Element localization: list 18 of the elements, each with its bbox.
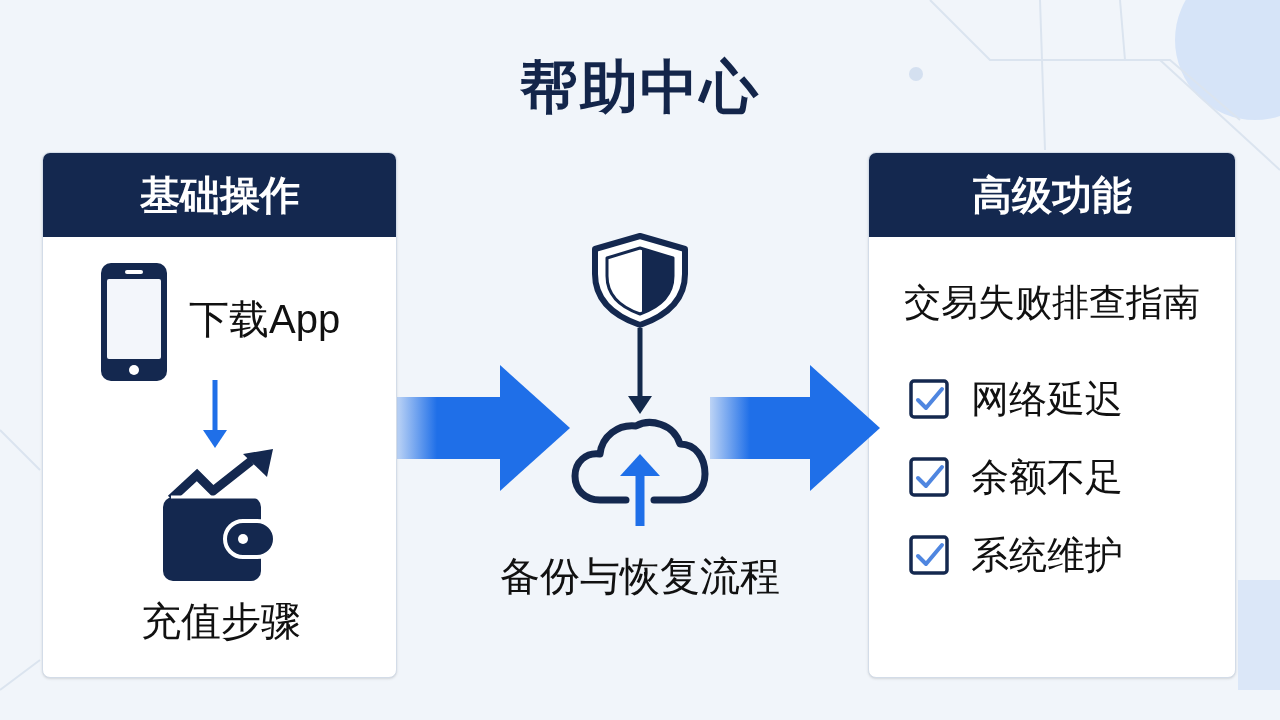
flow-arrow bbox=[397, 365, 570, 491]
shield-icon bbox=[590, 232, 690, 328]
arrow bbox=[203, 380, 227, 448]
section-heading: 交易失败排查指南 bbox=[904, 282, 1200, 323]
step-label: 备份与恢复流程 bbox=[500, 554, 780, 598]
step-label: 下载App bbox=[189, 297, 341, 341]
page-title: 帮助中心 bbox=[520, 54, 760, 119]
flow-arrow bbox=[710, 365, 880, 491]
arrow bbox=[628, 328, 652, 414]
panel-header: 基础操作 bbox=[43, 153, 396, 237]
category-panel bbox=[868, 152, 1236, 678]
category-panel bbox=[42, 152, 397, 678]
panel-header: 高级功能 bbox=[869, 153, 1235, 237]
checklist-item: 系统维护 bbox=[971, 533, 1123, 578]
checklist-item: 网络延迟 bbox=[971, 377, 1123, 422]
step-label: 充值步骤 bbox=[140, 599, 301, 643]
phone-icon bbox=[101, 263, 167, 381]
checklist-item: 余额不足 bbox=[971, 455, 1123, 500]
